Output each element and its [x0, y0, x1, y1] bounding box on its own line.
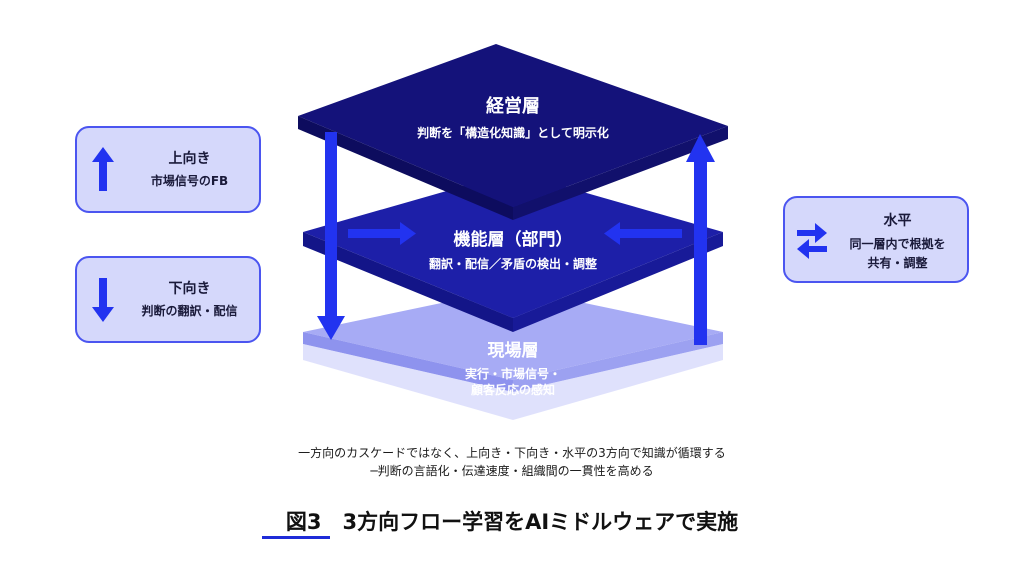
horizontal-flow-card: 水平 同一層内で根拠を 共有・調整 [783, 196, 969, 283]
top-layer-subtitle: 判断を「構造化知識」として明示化 [417, 125, 609, 140]
bottom-layer-title: 現場層 [488, 341, 539, 361]
arrow-up-icon [92, 147, 114, 191]
up-flow-arrow [686, 134, 715, 345]
horizontal-arrow-left [604, 222, 682, 245]
upward-flow-card: 上向き 市場信号のFB [75, 126, 261, 213]
figure-title-underline [262, 536, 330, 539]
arrow-down-icon [92, 278, 114, 322]
upward-flow-desc: 市場信号のFB [150, 174, 229, 188]
horizontal-arrow-right [348, 222, 416, 245]
caption-line1: 一方向のカスケードではなく、上向き・下向き・水平の3方向で知識が循環する [298, 446, 726, 460]
middle-layer-title: 機能層（部門） [454, 229, 573, 250]
horizontal-flow-title: 水平 [883, 213, 912, 229]
bottom-layer [303, 288, 723, 420]
downward-flow-card: 下向き 判断の翻訳・配信 [75, 256, 261, 343]
top-layer-title: 経営層 [486, 95, 540, 117]
downward-flow-title: 下向き [168, 281, 211, 297]
bidirectional-arrows-icon [797, 223, 827, 259]
top-layer [298, 44, 728, 220]
downward-flow-desc: 判断の翻訳・配信 [141, 304, 238, 318]
horizontal-flow-desc-line2: 共有・調整 [867, 256, 928, 270]
bottom-layer-subtitle-line1: 実行・市場信号・ [465, 366, 561, 381]
horizontal-flow-desc-line1: 同一層内で根拠を [849, 237, 946, 251]
middle-layer-subtitle: 翻訳・配信／矛盾の検出・調整 [429, 256, 597, 271]
upward-flow-title: 上向き [168, 151, 211, 167]
down-flow-arrow [317, 132, 345, 340]
bottom-layer-subtitle-line2: 顧客反応の感知 [471, 382, 555, 397]
middle-layer [303, 172, 723, 332]
caption-line2: ─判断の言語化・伝達速度・組織間の一貫性を高める [370, 464, 654, 478]
figure-title: 図3 3方向フロー学習をAIミドルウェアで実施 [285, 510, 739, 534]
